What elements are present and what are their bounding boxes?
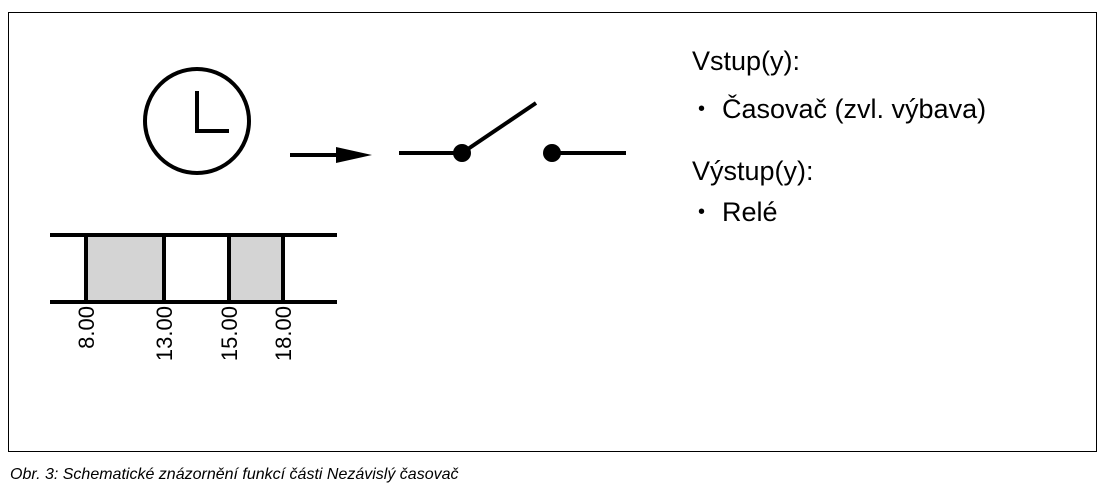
figure-frame [8,12,1097,452]
bullet: • [698,201,706,223]
inputs-heading: Vstup(y): [692,46,801,76]
input-item-label: Časovač (zvl. výbava) [722,94,987,124]
figure-caption: Obr. 3: Schematické znázornění funkcí čá… [10,466,459,483]
time-label: 13.00 [152,306,177,361]
input-list-item: • Časovač (zvl. výbava) [698,94,986,124]
time-label: 18.00 [271,306,296,361]
active-period-1 [86,236,164,302]
time-label: 15.00 [217,306,242,361]
schedule-timeline: 8.00 13.00 15.00 18.00 [50,233,337,361]
clock-icon [143,67,251,175]
active-period-2 [229,236,283,302]
time-label: 8.00 [74,306,99,349]
output-list-item: • Relé [698,197,778,227]
output-item-label: Relé [722,197,778,227]
bullet: • [698,98,706,120]
relay-switch-icon [399,101,626,162]
arrow-icon [290,147,372,163]
outputs-heading: Výstup(y): [692,156,814,186]
